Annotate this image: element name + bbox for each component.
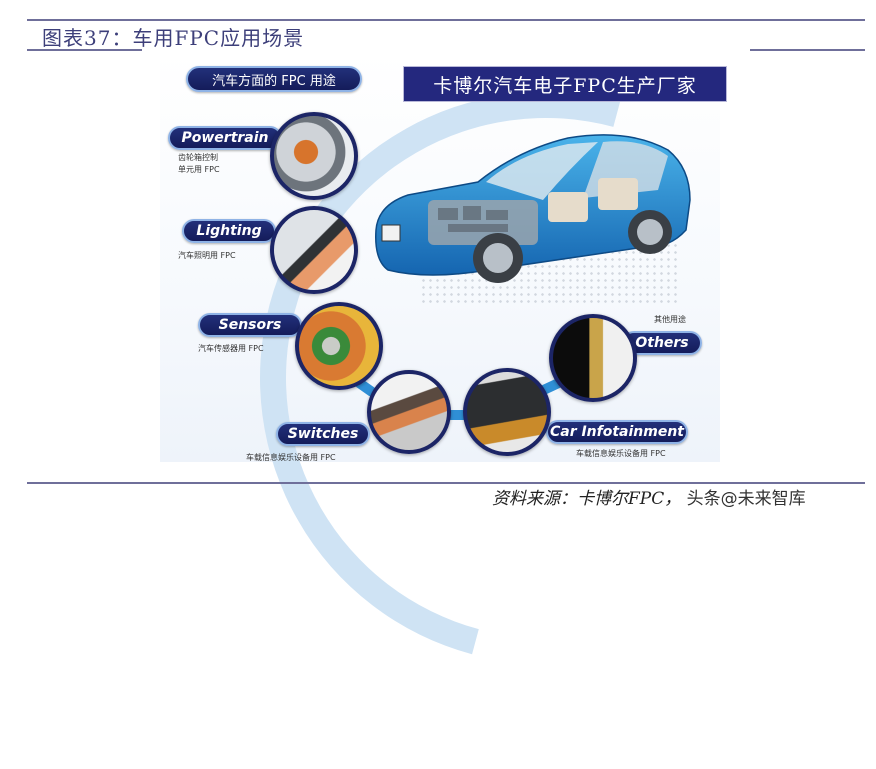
source-citation: 资料来源：卡博尔FPC， 头条@未来智库 <box>492 484 806 509</box>
source-text: 资料来源：卡博尔FPC， <box>492 489 682 509</box>
header-bottom-rule-left <box>27 49 142 51</box>
category-desc-others: 其他用途 <box>654 315 686 324</box>
category-label-switches: Switches <box>276 422 370 446</box>
category-label-lighting: Lighting <box>182 219 276 243</box>
category-desc-lighting: 汽车照明用 FPC <box>178 251 236 260</box>
car-cutaway-image <box>368 120 698 295</box>
car-icon <box>375 134 691 283</box>
fpc-uses-heading: 汽车方面的 FPC 用途 <box>186 66 362 92</box>
header-bottom-rule-right <box>750 49 865 51</box>
category-desc-switches: 车载信息娱乐设备用 FPC <box>246 453 336 462</box>
category-label-powertrain: Powertrain <box>168 126 282 150</box>
lighting-fpc-photo-icon <box>270 206 358 294</box>
others-fpc-photo-icon <box>549 314 637 402</box>
header-top-rule <box>27 19 865 21</box>
category-desc-sensors: 汽车传感器用 FPC <box>198 344 264 353</box>
figure-title: 图表37：车用FPC应用场景 <box>42 26 305 50</box>
category-desc-car-infotainment: 车载信息娱乐设备用 FPC <box>576 449 666 458</box>
footer-rule <box>27 482 865 484</box>
sensor-fpc-photo-icon <box>295 302 383 390</box>
infotainment-fpc-photo-icon <box>463 368 551 456</box>
manufacturer-banner: 卡博尔汽车电子FPC生产厂家 <box>403 66 727 102</box>
category-label-sensors: Sensors <box>198 313 302 337</box>
powertrain-fpc-photo-icon <box>270 112 358 200</box>
category-label-car-infotainment: Car Infotainment <box>546 420 688 444</box>
switch-fpc-photo-icon <box>367 370 451 454</box>
watermark: 头条@未来智库 <box>686 489 806 509</box>
category-desc-powertrain: 齿轮箱控制 单元用 FPC <box>178 153 220 174</box>
